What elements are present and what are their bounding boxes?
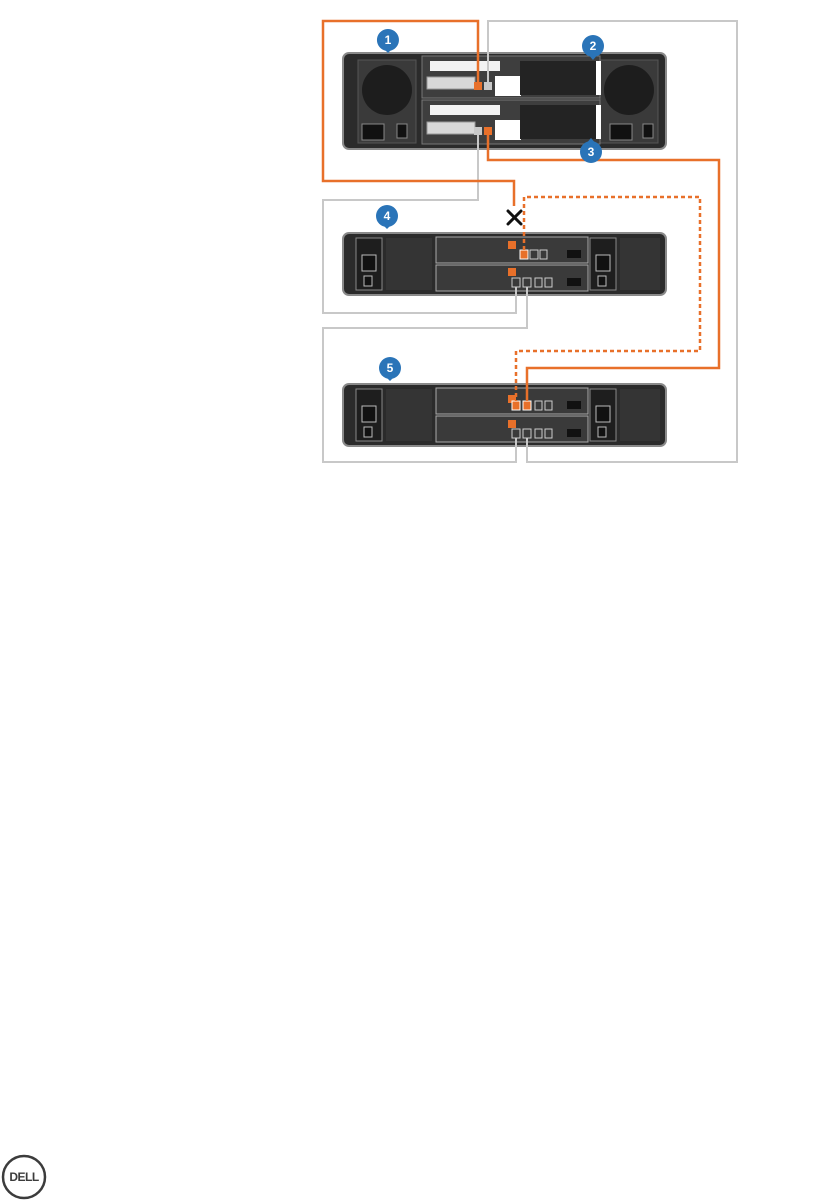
enclosure2-upper-port-a	[512, 401, 520, 410]
controller-lower-sas-port-a	[474, 127, 482, 135]
disconnected-x-icon	[508, 211, 521, 224]
callout-4: 4	[376, 205, 398, 229]
svg-text:4: 4	[384, 209, 391, 223]
controller-upper-sas-port-a	[474, 82, 482, 90]
storage-controller	[343, 53, 666, 149]
dell-logo: DELL	[3, 1156, 45, 1198]
controller-upper-sas-port-b	[484, 82, 492, 90]
callout-5: 5	[379, 357, 401, 381]
expansion-enclosure-1	[343, 233, 666, 295]
controller-lower-sas-port-b	[484, 127, 492, 135]
svg-text:5: 5	[387, 361, 394, 375]
controller-module-upper	[422, 56, 601, 98]
svg-text:3: 3	[588, 145, 595, 159]
enclosure2-upper-port-b	[523, 401, 531, 410]
enclosure1-upper-port-a	[520, 250, 528, 259]
svg-text:DELL: DELL	[9, 1170, 39, 1184]
svg-text:2: 2	[590, 39, 597, 53]
callout-1: 1	[377, 29, 399, 53]
controller-right-psu	[600, 60, 658, 143]
controller-left-psu	[358, 60, 416, 143]
orange-dashed-cable	[516, 197, 700, 401]
controller-module-lower	[422, 100, 601, 144]
expansion-enclosure-2	[343, 384, 666, 446]
svg-text:1: 1	[385, 33, 392, 47]
